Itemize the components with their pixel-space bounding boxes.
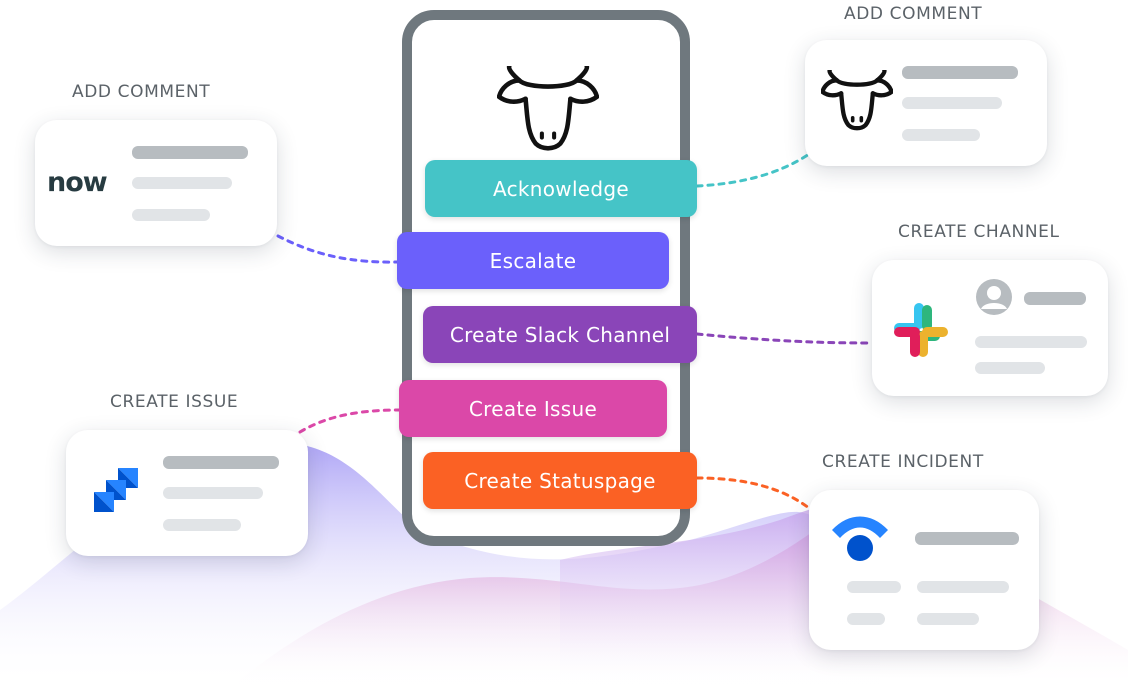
text-placeholder bbox=[902, 66, 1018, 79]
text-placeholder bbox=[132, 146, 248, 159]
statuspage-logo-icon bbox=[832, 516, 888, 561]
connector-issue bbox=[298, 408, 402, 434]
text-placeholder bbox=[917, 613, 979, 625]
avatar-icon bbox=[976, 279, 1012, 315]
connector-slack bbox=[695, 332, 874, 345]
text-placeholder bbox=[132, 209, 210, 221]
servicenow-card-label: ADD COMMENT bbox=[72, 82, 211, 102]
text-placeholder bbox=[975, 362, 1045, 374]
create-issue-button[interactable]: Create Issue bbox=[399, 380, 667, 437]
acknowledge-button[interactable]: Acknowledge bbox=[425, 160, 697, 217]
connector-escalate bbox=[276, 234, 400, 264]
text-placeholder bbox=[163, 456, 279, 469]
cow-card-label: ADD COMMENT bbox=[844, 4, 983, 24]
text-placeholder bbox=[163, 487, 263, 499]
text-placeholder bbox=[163, 519, 241, 531]
text-placeholder bbox=[847, 613, 885, 625]
create-statuspage-button[interactable]: Create Statuspage bbox=[423, 452, 697, 509]
jira-card bbox=[66, 430, 308, 556]
text-placeholder bbox=[902, 97, 1002, 109]
text-placeholder bbox=[1024, 292, 1086, 305]
statuspage-card bbox=[809, 490, 1039, 650]
slack-logo-icon bbox=[894, 303, 948, 357]
text-placeholder bbox=[132, 177, 232, 189]
cow-head-icon bbox=[821, 70, 893, 131]
slack-card bbox=[872, 260, 1108, 396]
servicenow-card: now bbox=[35, 120, 277, 246]
cow-head-icon bbox=[497, 66, 599, 151]
escalate-button[interactable]: Escalate bbox=[397, 232, 669, 289]
servicenow-logo-icon: now bbox=[47, 167, 108, 198]
connector-acknowledge bbox=[695, 148, 817, 188]
text-placeholder bbox=[915, 532, 1019, 545]
jira-card-label: CREATE ISSUE bbox=[110, 392, 239, 412]
cow-card bbox=[805, 40, 1047, 166]
create-slack-channel-button[interactable]: Create Slack Channel bbox=[423, 306, 697, 363]
text-placeholder bbox=[847, 581, 901, 593]
connector-statuspage bbox=[695, 476, 816, 514]
statuspage-card-label: CREATE INCIDENT bbox=[822, 452, 984, 472]
slack-card-label: CREATE CHANNEL bbox=[898, 222, 1060, 242]
text-placeholder bbox=[902, 129, 980, 141]
text-placeholder bbox=[975, 336, 1087, 348]
jira-logo-icon bbox=[94, 468, 138, 512]
text-placeholder bbox=[917, 581, 1009, 593]
